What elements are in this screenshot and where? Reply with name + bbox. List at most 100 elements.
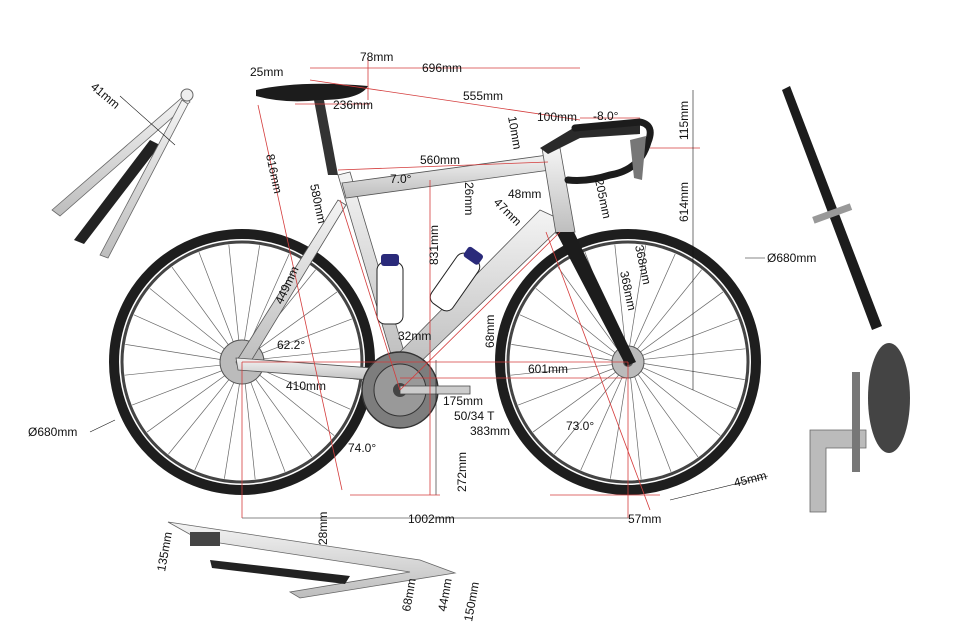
frame bbox=[235, 100, 640, 383]
label-crank-length: 175mm bbox=[443, 394, 483, 408]
dropout-detail bbox=[51, 88, 194, 259]
spoke bbox=[171, 266, 239, 358]
spoke bbox=[245, 366, 313, 458]
label-trail: 45mm bbox=[732, 468, 768, 490]
spoke bbox=[247, 318, 352, 360]
spoke bbox=[168, 366, 240, 455]
spoke bbox=[246, 291, 338, 359]
spoke bbox=[246, 364, 335, 436]
label-bb-height: 272mm bbox=[455, 452, 469, 492]
label-top-tube: 560mm bbox=[420, 153, 460, 167]
label-cs-width: 28mm bbox=[316, 512, 330, 545]
label-bb-to-saddle: 831mm bbox=[427, 225, 441, 265]
label-tt-height: 26mm bbox=[462, 182, 476, 215]
label-chainrings: 50/34 T bbox=[454, 409, 495, 423]
label-wheelbase: 1002mm bbox=[408, 512, 455, 526]
spoke bbox=[247, 348, 360, 361]
label-bb-drop: 68mm bbox=[483, 315, 497, 348]
spoke bbox=[630, 269, 702, 358]
label-drop-out: 41mm bbox=[88, 80, 123, 112]
water-bottle-icon bbox=[429, 246, 483, 312]
spoke bbox=[194, 367, 241, 471]
spoke bbox=[511, 344, 623, 363]
spoke bbox=[632, 364, 721, 436]
spoke bbox=[133, 314, 237, 361]
label-top-tube-angle: 7.0° bbox=[390, 172, 412, 186]
spoke bbox=[610, 367, 629, 479]
spoke bbox=[149, 288, 238, 360]
brake-lever-icon bbox=[630, 136, 646, 180]
spoke bbox=[243, 367, 256, 480]
stem bbox=[540, 122, 640, 154]
label-seat-angle: 74.0° bbox=[348, 441, 376, 455]
label-spacer: 10mm bbox=[505, 115, 525, 150]
label-stack: 614mm bbox=[677, 182, 691, 222]
label-chainline1: 68mm bbox=[399, 577, 419, 612]
spoke bbox=[198, 252, 240, 357]
label-chainline2: 44mm bbox=[435, 577, 455, 612]
label-bar-drop: 115mm bbox=[677, 101, 691, 140]
spoke bbox=[125, 344, 237, 363]
label-rear-wheel: Ø680mm bbox=[28, 425, 77, 439]
spoke bbox=[224, 367, 243, 479]
label-fork-length2: 368mm bbox=[617, 270, 639, 312]
spoke bbox=[629, 367, 642, 480]
spoke bbox=[631, 366, 699, 458]
rear-top-detail bbox=[167, 521, 457, 599]
crank-side-detail bbox=[809, 343, 910, 513]
spoke bbox=[633, 348, 746, 361]
label-rear-spacing: 135mm bbox=[154, 531, 175, 573]
spoke bbox=[535, 288, 624, 360]
spoke bbox=[554, 366, 626, 455]
spoke bbox=[146, 365, 238, 433]
dimension-lines bbox=[89, 58, 769, 519]
label-bb-width: 32mm bbox=[398, 329, 431, 343]
label-front-center: 601mm bbox=[528, 362, 568, 376]
label-seatstay-angle: 62.2° bbox=[277, 338, 305, 352]
label-saddle-offset: 25mm bbox=[250, 65, 283, 79]
spoke bbox=[629, 253, 676, 357]
spoke bbox=[518, 364, 623, 406]
label-fork-rake: 57mm bbox=[628, 512, 661, 526]
seat-post bbox=[314, 100, 338, 175]
spoke bbox=[557, 266, 625, 358]
spoke bbox=[633, 361, 745, 380]
label-seat-tube-length: 580mm bbox=[307, 183, 329, 225]
label-chainstay: 410mm bbox=[286, 379, 326, 393]
label-stem-angle: -8.0° bbox=[593, 109, 619, 123]
label-reach-to-bar: 555mm bbox=[463, 89, 503, 103]
fork bbox=[556, 232, 636, 366]
spoke bbox=[228, 244, 241, 357]
handlebar-front-detail bbox=[782, 86, 882, 330]
spoke bbox=[244, 367, 286, 472]
label-head-angle: 73.0° bbox=[566, 419, 594, 433]
spoke bbox=[630, 367, 672, 472]
label-saddle-setback: 78mm bbox=[360, 50, 393, 64]
label-q-factor: 150mm bbox=[461, 581, 482, 623]
spoke bbox=[510, 363, 623, 376]
label-fork-offset: 205mm bbox=[592, 178, 614, 220]
spoke bbox=[632, 291, 724, 359]
spoke bbox=[132, 364, 237, 406]
spoke bbox=[519, 314, 623, 361]
label-reach: 383mm bbox=[470, 424, 510, 438]
label-handlebar-width: 696mm bbox=[422, 61, 462, 75]
spoke bbox=[124, 363, 237, 376]
spoke bbox=[580, 367, 627, 471]
spoke bbox=[633, 318, 738, 360]
spoke bbox=[633, 363, 737, 410]
label-head-tube: 48mm bbox=[508, 187, 541, 201]
label-stem-length: 100mm bbox=[537, 110, 577, 124]
spoke bbox=[614, 244, 627, 357]
label-chainstay-top: 449mm bbox=[272, 264, 302, 306]
spoke bbox=[532, 365, 624, 433]
label-fork-length1: 368mm bbox=[632, 244, 654, 286]
label-front-wheel: Ø680mm bbox=[767, 251, 816, 265]
saddle-icon bbox=[256, 83, 368, 102]
spoke bbox=[627, 245, 646, 357]
label-saddle-length: 236mm bbox=[333, 98, 373, 112]
label-seat-height: 816mm bbox=[263, 153, 285, 195]
water-bottle-icon bbox=[376, 254, 404, 325]
